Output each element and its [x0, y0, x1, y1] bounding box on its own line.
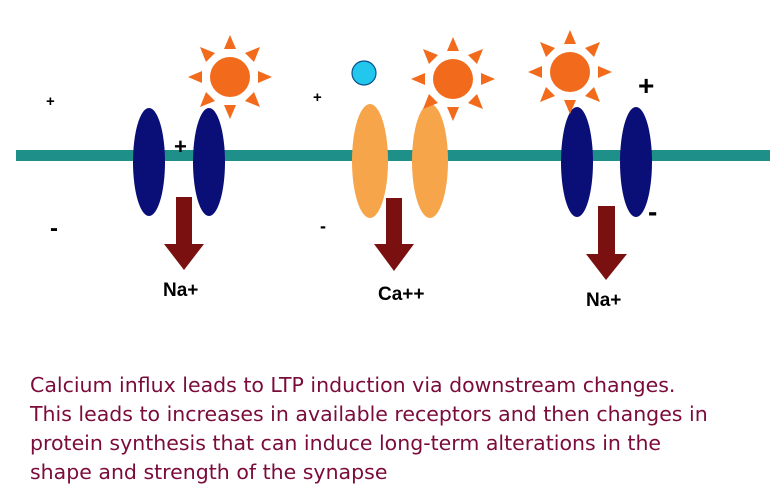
- ion-influx-arrow: [374, 198, 414, 271]
- sun-icon: [528, 30, 612, 114]
- caption-line: shape and strength of the synapse: [30, 460, 388, 484]
- channel-subunit-left: [352, 104, 388, 218]
- caption-line: Calcium influx leads to LTP induction vi…: [30, 373, 676, 397]
- outside-charge-sign: +: [313, 89, 322, 106]
- na-channel-1: [133, 108, 225, 216]
- ion-influx-arrow: [164, 197, 204, 270]
- ion-label-na: Na+: [163, 280, 198, 301]
- ion-label-ca: Ca++: [378, 284, 424, 305]
- caption-text: Calcium influx leads to LTP induction vi…: [30, 371, 770, 487]
- outside-charge-sign: +: [638, 70, 654, 101]
- channel-subunit-right: [193, 108, 225, 216]
- cell-membrane: [16, 150, 770, 161]
- nmda-channel: [352, 104, 448, 218]
- channel-subunit-right: [620, 107, 652, 217]
- na-channel-2: [561, 107, 652, 217]
- inside-charge-sign: -: [50, 215, 58, 242]
- caption-line: protein synthesis that can induce long-t…: [30, 431, 662, 455]
- outside-charge-sign: +: [46, 93, 55, 110]
- channel-subunit-right: [412, 104, 448, 218]
- caption-line: This leads to increases in available rec…: [30, 402, 708, 426]
- ion-label-na: Na+: [586, 290, 621, 311]
- ion-influx-arrow: [586, 206, 627, 280]
- pore-charge-sign: +: [174, 134, 187, 159]
- sun-icon: [188, 35, 272, 119]
- inside-charge-sign: -: [320, 216, 326, 236]
- inside-charge-sign: -: [648, 196, 657, 227]
- ligand-icon: [351, 60, 377, 86]
- channel-subunit-left: [561, 107, 593, 217]
- channel-subunit-left: [133, 108, 165, 216]
- sun-icon: [411, 37, 495, 121]
